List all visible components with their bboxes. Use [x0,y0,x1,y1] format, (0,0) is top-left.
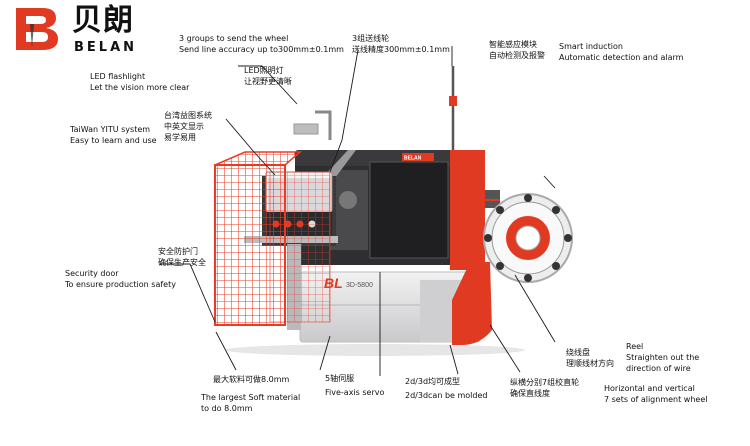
align-label-cn: 纵横分别7组校直轮 确保直线度 [510,378,580,398]
reel-center [515,225,541,251]
model-text: 3D-5800 [346,282,373,289]
soft-label-en: The largest Soft material to do 8.0mm [201,393,301,413]
front-window [369,161,449,259]
security-cage-side [269,171,331,323]
door-label-en: Security door To ensure production safet… [65,269,176,289]
led-stand [315,110,332,140]
side-badge: BL [324,275,343,291]
brand-name-cn: 贝朗 [72,3,134,38]
wire-head [339,191,357,209]
smart-label-cn: 智能感应模块 自动检测及报警 [489,40,545,60]
nameplate-text: BELAN [404,156,422,162]
smart-label-en: Smart induction Automatic detection and … [559,42,684,62]
yitu-label-cn: 台湾益图系统 中英文显示 易学易用 [164,111,212,142]
reel-label-cn: 绕线盘 理顺线材方向 [566,348,614,368]
lamp-arm [325,150,356,178]
servo-label: 5轴伺服 Five-axis servo [325,374,385,397]
brand-logo-icon [12,4,62,52]
align-label-en: Horizontal and vertical 7 sets of alignm… [604,384,708,404]
nameplate-bg [402,153,434,161]
led-lamp-head [293,123,319,135]
yitu-label-en: TaiWan YITU system Easy to learn and use [70,125,157,145]
led-label-cn: LED照明灯 让视野更清晰 [244,66,292,86]
right-red-panel [450,150,485,270]
security-cage-top [214,151,303,166]
wheel-label-en: 3 groups to send the wheel Send line acc… [179,34,344,54]
led-label-en: LED flashlight Let the vision more clear [90,72,190,92]
alarm-light [449,96,457,106]
soft-label-cn: 最大软料可做8.0mm [213,375,290,384]
brand-name-en: BELAN [74,40,138,55]
door-label-cn: 安全防护门 确保生产安全 [158,247,206,267]
floor-shadow [225,344,525,356]
formed-label: 2d/3d均可成型 2d/3dcan be molded [405,377,488,400]
wheel-label-cn: 3组送线轮 送线精度300mm±0.1mm [352,34,450,54]
reel-rollers [484,194,572,282]
lower-red-housing [452,262,492,345]
reel-label-en: Reel Straighten out the direction of wir… [626,342,700,373]
leader-lines [160,46,556,376]
